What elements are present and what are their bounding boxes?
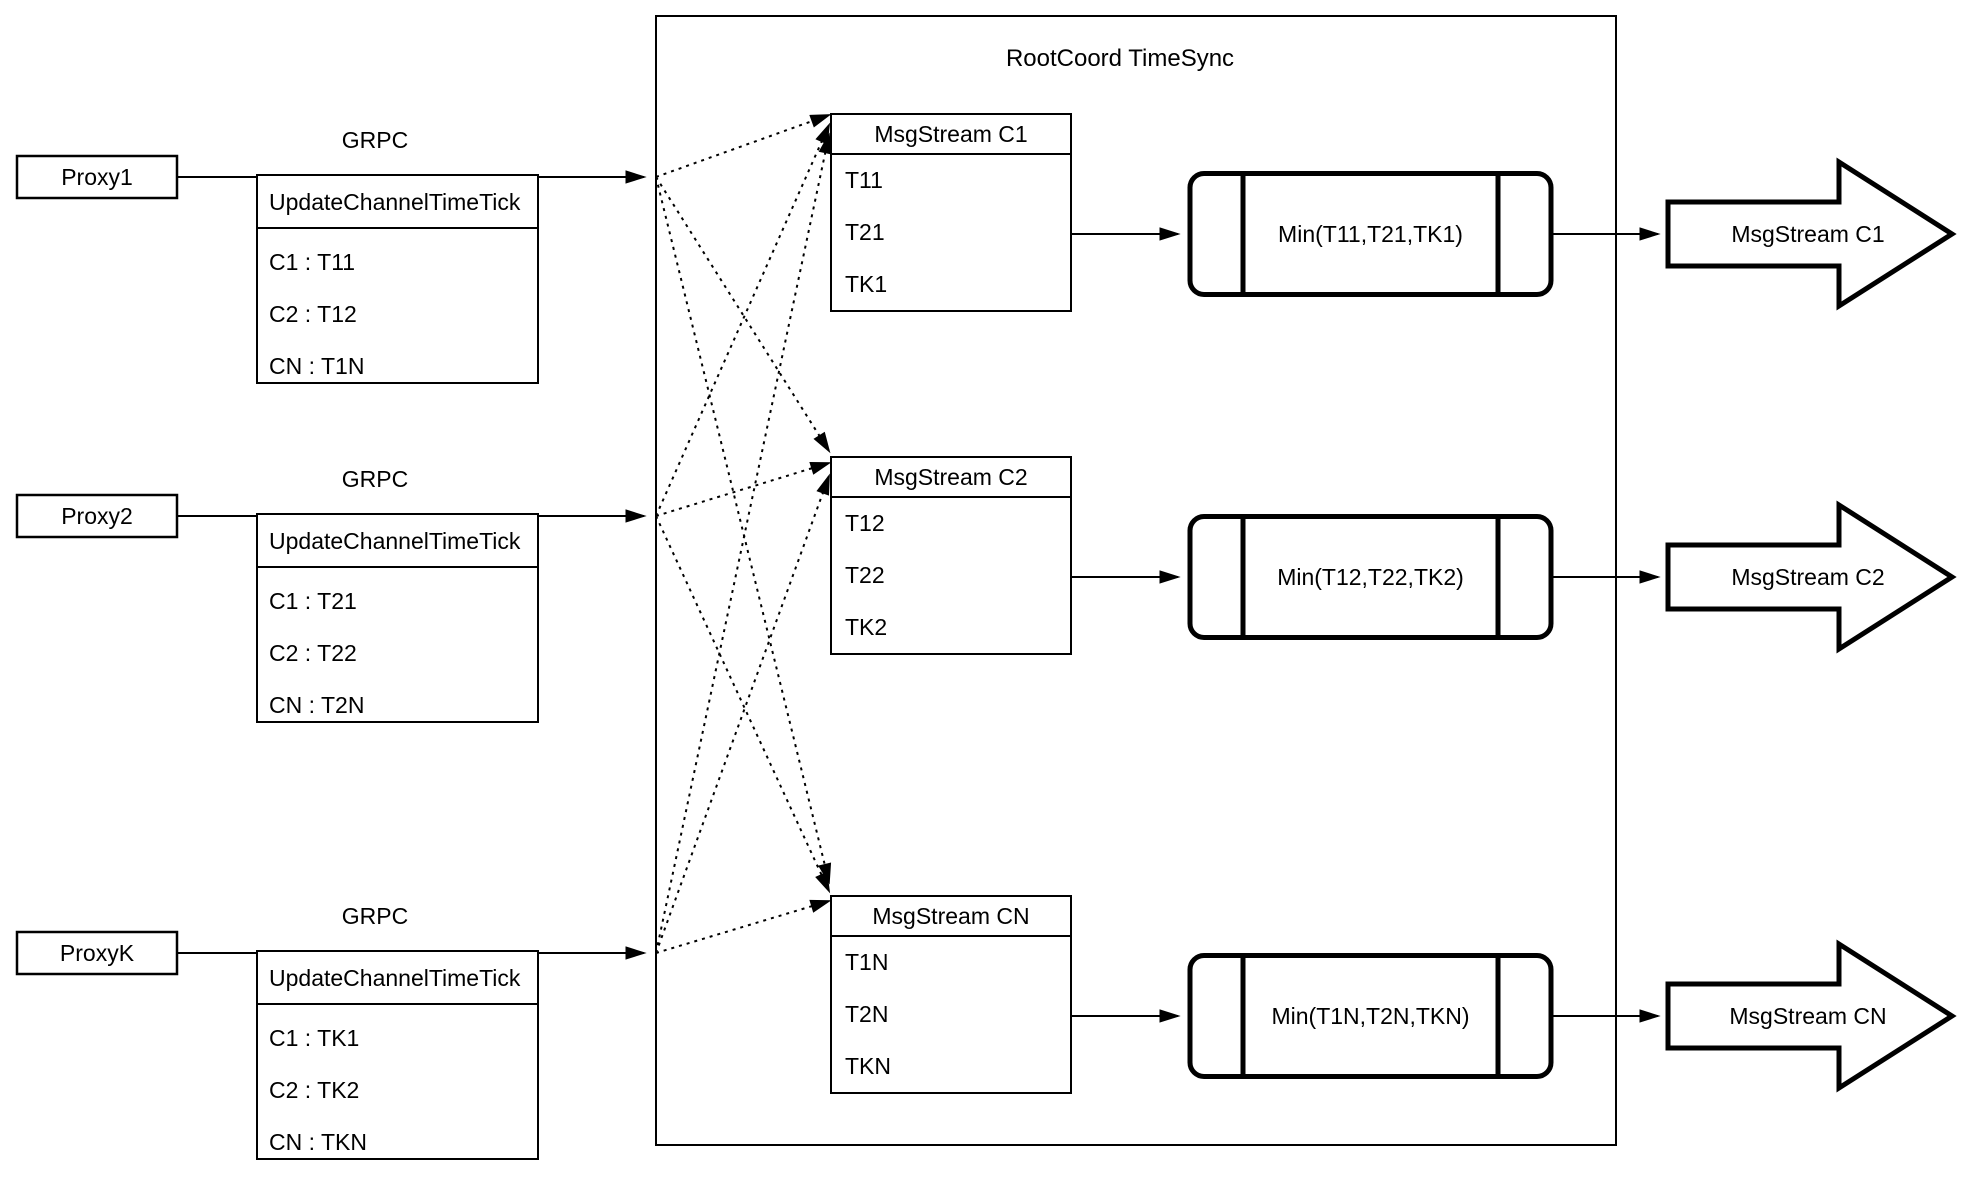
stream-table <box>830 456 1072 655</box>
rootcoord-timesync-title: RootCoord TimeSync <box>1006 45 1234 72</box>
timetick-dotted-arrow <box>655 132 832 954</box>
request-table-row: C1 : T21 <box>269 588 357 614</box>
timetick-dotted-arrow <box>655 462 832 517</box>
proxy-label: Proxy2 <box>61 503 133 529</box>
stream-table-row: TK2 <box>845 614 887 640</box>
proxy-row-2: GRPC UpdateChannelTimeTick C1 : T21 C2 : T2… <box>15 122 1957 894</box>
request-table-row: C2 : T22 <box>269 640 357 666</box>
request-table-row: C2 : TK2 <box>269 1077 359 1103</box>
request-table-row: CN : T2N <box>269 692 364 718</box>
grpc-label: GRPC <box>342 127 408 153</box>
request-table-row: CN : T1N <box>269 353 364 379</box>
timetick-dotted-arrow <box>655 176 832 885</box>
stream-table-row: T12 <box>845 510 885 536</box>
stream-table-header: MsgStream C2 <box>874 464 1027 490</box>
stream-table-row: T21 <box>845 219 885 245</box>
output-stream-arrow <box>1665 500 1957 654</box>
proxy-row-3: GRPC UpdateChannelTimeTick C1 : TK1 C2 : TK… <box>15 132 1957 1160</box>
stream-table <box>830 895 1072 1094</box>
proxy-box <box>15 154 179 200</box>
request-table-header: UpdateChannelTimeTick <box>269 528 521 554</box>
stream-table-row: T11 <box>845 167 883 193</box>
request-table-row: CN : TKN <box>269 1129 367 1155</box>
request-table-row: C1 : T11 <box>269 249 355 275</box>
stream-table-row: TK1 <box>845 271 887 297</box>
timetick-dotted-arrow <box>655 515 831 894</box>
proxy-label: Proxy1 <box>61 164 133 190</box>
output-stream-arrow-label: MsgStream CN <box>1729 1003 1886 1029</box>
proxy-label: ProxyK <box>60 940 135 966</box>
request-table-header: UpdateChannelTimeTick <box>269 965 521 991</box>
stream-table-row: T2N <box>845 1001 888 1027</box>
request-table <box>256 513 539 723</box>
request-table <box>256 950 539 1160</box>
proxy-box <box>15 930 179 976</box>
output-stream-arrow-label: MsgStream C1 <box>1731 221 1884 247</box>
stream-table-header: MsgStream C1 <box>874 121 1027 147</box>
request-table-row: C1 : TK1 <box>269 1025 359 1051</box>
request-table-header: UpdateChannelTimeTick <box>269 189 521 215</box>
stream-table-row: T22 <box>845 562 885 588</box>
output-stream-arrow-label: MsgStream C2 <box>1731 564 1884 590</box>
output-stream-arrow <box>1665 939 1957 1093</box>
stream-table-row: T1N <box>845 949 888 975</box>
proxy-row-1: GRPC UpdateChannelTimeTick C1 : T11 C2 : T1… <box>15 113 1957 885</box>
grpc-label: GRPC <box>342 903 408 929</box>
stream-table-row: TKN <box>845 1053 891 1079</box>
timetick-dotted-arrow <box>655 176 831 454</box>
stream-table-header: MsgStream CN <box>872 903 1029 929</box>
stream-table <box>830 113 1072 312</box>
min-box-label: Min(T11,T21,TK1) <box>1278 221 1463 247</box>
min-box-label: Min(T1N,T2N,TKN) <box>1271 1003 1469 1029</box>
output-stream-arrow <box>1665 157 1957 311</box>
request-table <box>256 174 539 384</box>
grpc-label: GRPC <box>342 466 408 492</box>
request-table-row: C2 : T12 <box>269 301 357 327</box>
min-box-label: Min(T12,T22,TK2) <box>1277 564 1464 590</box>
timetick-dotted-arrow <box>655 114 832 178</box>
timetick-dotted-arrow <box>655 899 832 954</box>
